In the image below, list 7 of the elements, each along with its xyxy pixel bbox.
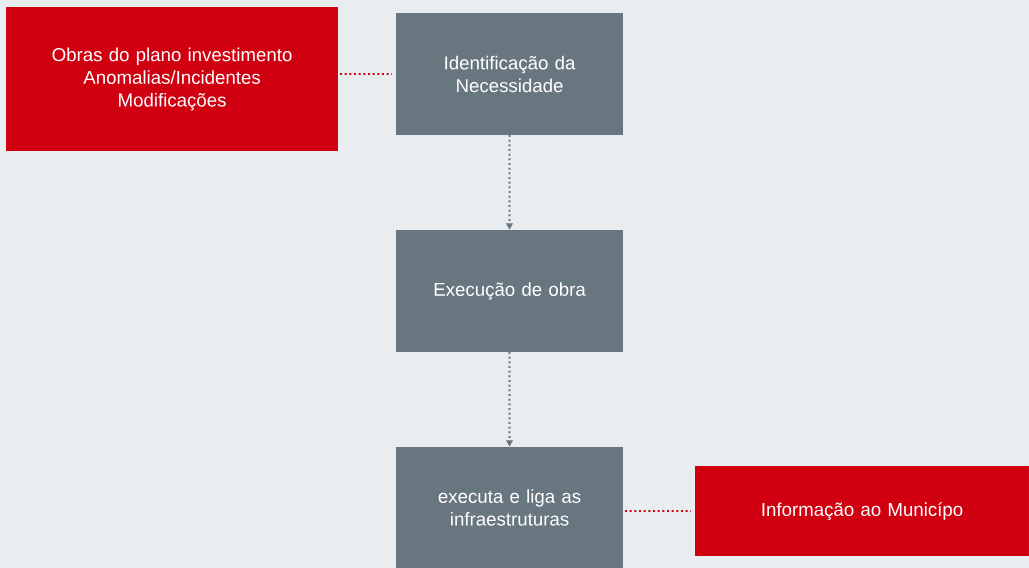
process-box: executa e liga as infraestruturas <box>396 447 623 568</box>
input-box: Obras do plano investimento Anomalias/Incidentes Modificações <box>6 7 338 151</box>
connector <box>624 510 692 512</box>
connector <box>339 73 393 75</box>
process-box: Execução de obra <box>396 230 623 352</box>
process-box: Identificação da Necessidade <box>396 13 623 135</box>
input-box: Informação ao Municípo <box>695 466 1029 556</box>
